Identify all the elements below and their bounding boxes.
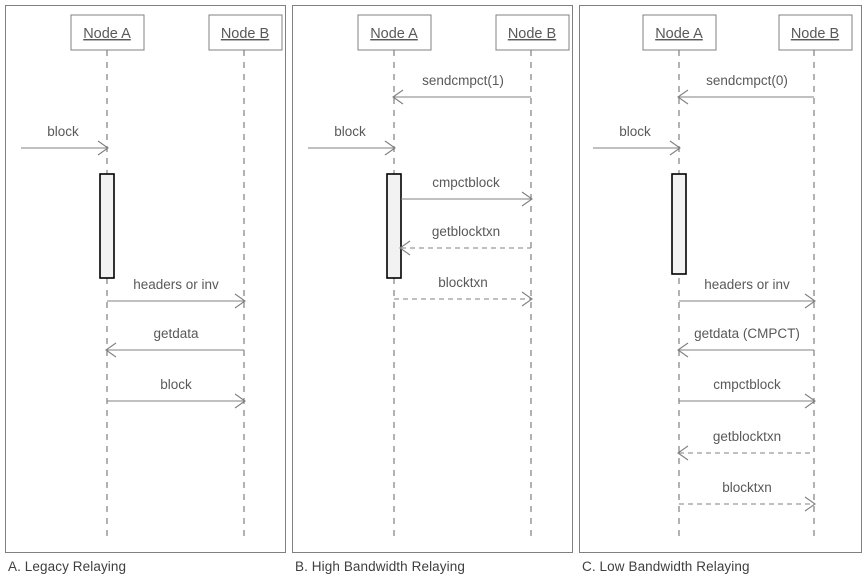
participant-label-node-a: Node A (370, 26, 418, 42)
message-label-block-in: block (47, 124, 79, 139)
arrowhead-headers-or-inv (234, 293, 246, 309)
participant-box-node-b[interactable] (208, 14, 283, 51)
participant-label-node-b: Node B (221, 26, 269, 42)
message-label-blocktxn: blocktxn (722, 480, 772, 495)
sequence-diagram-b: Node A Node B sendcmpct(1) block cmpctbl… (308, 14, 570, 542)
message-label-sendcmpct: sendcmpct(0) (706, 73, 788, 88)
panel-high-bandwidth-relaying: Node A Node B sendcmpct(1) block cmpctbl… (292, 5, 573, 553)
message-label-block-in: block (334, 124, 366, 139)
caption-panel-c: C. Low Bandwidth Relaying (582, 559, 750, 574)
arrowhead-blocktxn (521, 291, 533, 307)
arrowhead-getblocktxn (677, 445, 689, 461)
arrowhead-block-in (384, 140, 396, 156)
participant-box-node-a[interactable] (642, 14, 717, 51)
participant-label-node-b: Node B (508, 26, 556, 42)
caption-panel-b: B. High Bandwidth Relaying (295, 559, 465, 574)
participant-label-node-a: Node A (83, 26, 131, 42)
arrowhead-getdata-cmpct (677, 342, 689, 358)
message-label-getblocktxn: getblocktxn (432, 224, 500, 239)
arrowhead-block-out (234, 393, 246, 409)
message-label-sendcmpct: sendcmpct(1) (422, 73, 504, 88)
panel-low-bandwidth-relaying: Node A Node B sendcmpct(0) block headers… (579, 5, 862, 553)
arrowhead-headers-or-inv (804, 293, 816, 309)
arrowhead-block-in (97, 140, 109, 156)
activation-bar-node-a (99, 173, 115, 279)
message-label-getblocktxn: getblocktxn (713, 429, 781, 444)
message-label-cmpctblock: cmpctblock (432, 175, 500, 190)
arrowhead-sendcmpct (392, 89, 404, 105)
participant-box-node-b[interactable] (495, 14, 570, 51)
arrowhead-blocktxn (804, 496, 816, 512)
message-label-cmpctblock: cmpctblock (713, 377, 781, 392)
panel-legacy-relaying: Node A Node B block headers or inv getda… (5, 5, 286, 553)
arrowhead-getdata (105, 342, 117, 358)
arrowhead-cmpctblock (521, 191, 533, 207)
participant-label-node-a: Node A (655, 26, 703, 42)
message-label-getdata-cmpct: getdata (CMPCT) (694, 326, 800, 341)
arrowhead-cmpctblock (804, 393, 816, 409)
participant-box-node-a[interactable] (70, 14, 145, 51)
activation-bar-node-a (386, 173, 402, 279)
participant-box-node-b[interactable] (778, 14, 853, 51)
arrowhead-block-in (669, 140, 681, 156)
message-label-getdata: getdata (153, 326, 199, 341)
message-label-block-in: block (619, 124, 651, 139)
message-label-blocktxn: blocktxn (438, 275, 488, 290)
sequence-diagram-c: Node A Node B sendcmpct(0) block headers… (593, 14, 853, 542)
message-label-headers-or-inv: headers or inv (704, 277, 790, 292)
participant-box-node-a[interactable] (357, 14, 432, 51)
activation-bar-node-a (671, 173, 687, 275)
participant-label-node-b: Node B (791, 26, 839, 42)
message-label-block-out: block (160, 377, 192, 392)
sequence-diagram-a: Node A Node B block headers or inv getda… (21, 14, 283, 542)
arrowhead-sendcmpct (677, 89, 689, 105)
arrowhead-getblocktxn (399, 240, 411, 256)
caption-panel-a: A. Legacy Relaying (8, 559, 127, 574)
message-label-headers-or-inv: headers or inv (133, 277, 219, 292)
